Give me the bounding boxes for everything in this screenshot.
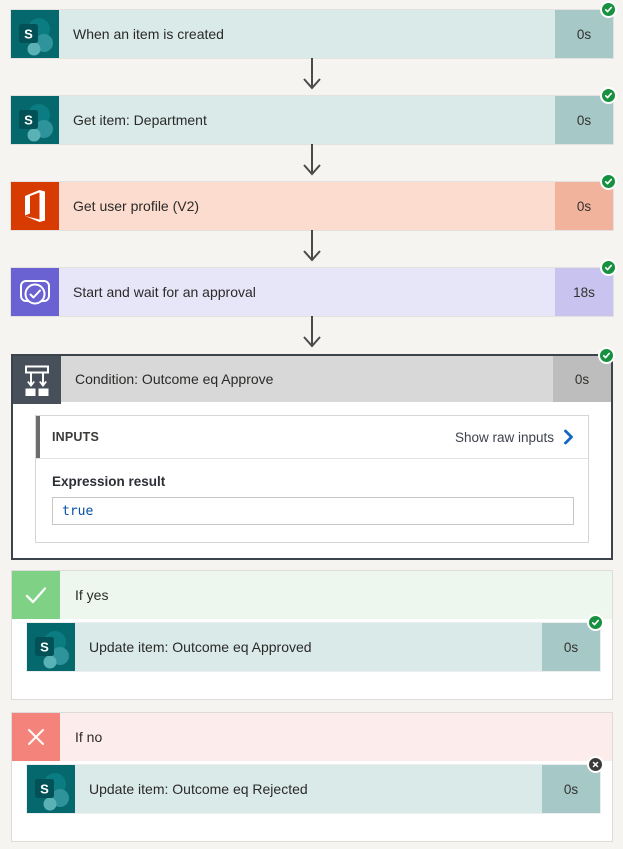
sharepoint-icon: S bbox=[11, 96, 59, 144]
expression-result-label: Expression result bbox=[52, 474, 166, 489]
approvals-icon bbox=[11, 268, 59, 316]
sharepoint-icon: S bbox=[11, 10, 59, 58]
action-card-get-item-department[interactable]: S Get item: Department 0s bbox=[11, 87, 617, 144]
condition-body: INPUTS Show raw inputs Expression result… bbox=[13, 402, 611, 558]
branch-if-yes: If yes S Update item: Outcome eq Approve… bbox=[11, 570, 613, 700]
action-title: Update item: Outcome eq Approved bbox=[75, 623, 542, 671]
skipped-badge-icon bbox=[587, 756, 604, 773]
inputs-panel-header: INPUTS Show raw inputs bbox=[36, 416, 588, 459]
success-badge-icon bbox=[600, 173, 617, 190]
expression-result-value: true bbox=[52, 497, 574, 525]
sharepoint-icon: S bbox=[27, 623, 75, 671]
success-badge-icon bbox=[587, 614, 604, 631]
action-duration: 0s bbox=[542, 623, 600, 671]
branch-if-yes-content: S Update item: Outcome eq Approved 0s bbox=[12, 614, 612, 699]
condition-duration: 0s bbox=[553, 356, 611, 402]
action-card-when-an-item-is-created[interactable]: S When an item is created 0s bbox=[11, 1, 617, 58]
action-duration: 0s bbox=[542, 765, 600, 813]
condition-title: Condition: Outcome eq Approve bbox=[61, 356, 553, 402]
action-duration: 0s bbox=[555, 96, 613, 144]
action-card-update-item-approved[interactable]: S Update item: Outcome eq Approved 0s bbox=[27, 614, 604, 671]
inputs-label: INPUTS bbox=[52, 430, 100, 444]
svg-text:S: S bbox=[40, 640, 49, 655]
action-title: Start and wait for an approval bbox=[59, 268, 555, 316]
svg-text:S: S bbox=[24, 27, 33, 42]
condition-card: Condition: Outcome eq Approve 0s INPUTS … bbox=[11, 347, 615, 560]
inputs-panel-content: Expression result true bbox=[36, 459, 588, 542]
arrow-down-icon bbox=[11, 58, 613, 96]
action-duration: 0s bbox=[555, 10, 613, 58]
success-badge-icon bbox=[600, 259, 617, 276]
arrow-down-icon bbox=[11, 144, 613, 182]
branch-if-yes-label: If yes bbox=[60, 571, 612, 619]
branch-if-no-label: If no bbox=[60, 713, 612, 761]
branch-if-no-content: S Update item: Outcome eq Rejected 0s bbox=[12, 756, 612, 841]
svg-text:S: S bbox=[24, 113, 33, 128]
office-icon bbox=[11, 182, 59, 230]
inputs-panel: INPUTS Show raw inputs Expression result… bbox=[35, 415, 589, 543]
action-title: Get item: Department bbox=[59, 96, 555, 144]
x-icon bbox=[12, 713, 60, 761]
action-title: When an item is created bbox=[59, 10, 555, 58]
branch-if-no-header[interactable]: If no bbox=[12, 713, 612, 761]
check-icon bbox=[12, 571, 60, 619]
branch-if-yes-header[interactable]: If yes bbox=[12, 571, 612, 619]
action-title: Get user profile (V2) bbox=[59, 182, 555, 230]
arrow-down-icon bbox=[11, 316, 613, 354]
success-badge-icon bbox=[598, 347, 615, 364]
sharepoint-icon: S bbox=[27, 765, 75, 813]
branch-if-no: If no S Update item: Outcome eq Rejected… bbox=[11, 712, 613, 842]
show-raw-inputs-link[interactable]: Show raw inputs bbox=[455, 429, 574, 445]
arrow-down-icon bbox=[11, 230, 613, 268]
success-badge-icon bbox=[600, 87, 617, 104]
action-title: Update item: Outcome eq Rejected bbox=[75, 765, 542, 813]
show-raw-inputs-label: Show raw inputs bbox=[454, 429, 554, 445]
chevron-right-icon bbox=[564, 429, 573, 445]
condition-icon bbox=[13, 356, 61, 404]
action-duration: 18s bbox=[555, 268, 613, 316]
action-card-update-item-rejected[interactable]: S Update item: Outcome eq Rejected 0s bbox=[27, 756, 604, 813]
svg-text:S: S bbox=[40, 782, 49, 797]
action-card-start-and-wait-approval[interactable]: Start and wait for an approval 18s bbox=[11, 259, 617, 316]
action-duration: 0s bbox=[555, 182, 613, 230]
action-card-get-user-profile[interactable]: Get user profile (V2) 0s bbox=[11, 173, 617, 230]
condition-header[interactable]: Condition: Outcome eq Approve 0s bbox=[13, 347, 615, 404]
success-badge-icon bbox=[600, 1, 617, 18]
